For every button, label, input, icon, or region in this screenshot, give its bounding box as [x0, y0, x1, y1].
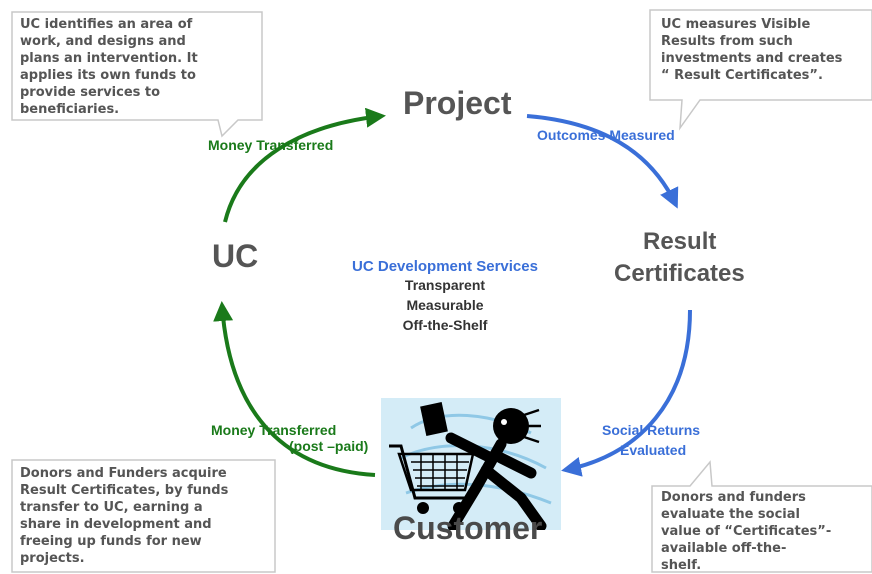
- callout-line: value of “Certificates”-: [661, 524, 832, 539]
- callout-line: Donors and Funders acquire: [20, 466, 227, 481]
- label-social-returns: Social Returns: [602, 422, 701, 438]
- arrow-results-to-customer: [561, 309, 692, 477]
- running-shopper-icon: [420, 402, 547, 532]
- shopping-cart-icon: [389, 444, 475, 514]
- callout-line: freeing up funds for new: [20, 534, 202, 549]
- arrow-customer-to-uc: [213, 301, 376, 477]
- callout-bottom-right: Donors and funders evaluate the social v…: [661, 489, 861, 574]
- label-money-transferred-bottom: Money Transferred: [211, 422, 337, 438]
- callout-line: evaluate the social: [661, 507, 800, 522]
- label-money-transferred-top: Money Transferred: [208, 137, 334, 153]
- callout-bottom-right-box: [651, 460, 872, 573]
- callout-top-right-box: [649, 9, 872, 131]
- callout-line: beneficiaries.: [20, 102, 120, 117]
- callout-line: “ Result Certificates”.: [661, 68, 823, 83]
- callout-line: shelf.: [661, 558, 702, 573]
- node-project: Project: [403, 85, 512, 121]
- callout-bottom-left: Donors and Funders acquire Result Certif…: [20, 465, 268, 567]
- callout-line: provide services to: [20, 85, 161, 100]
- center-item-off-the-shelf: Off-the-Shelf: [402, 317, 488, 333]
- callout-line: work, and designs and: [20, 34, 186, 49]
- callout-bottom-left-box: [11, 459, 276, 573]
- node-result-line1: Result: [643, 228, 717, 255]
- label-post-paid: (post –paid): [289, 438, 369, 454]
- node-result-line2: Certificates: [614, 260, 745, 287]
- center-item-measurable: Measurable: [406, 297, 484, 313]
- callout-line: Results from such: [661, 34, 793, 49]
- callout-line: applies its own funds to: [20, 68, 196, 83]
- callout-top-left-box: [11, 11, 263, 138]
- label-evaluated: Evaluated: [620, 442, 687, 458]
- arrow-project-to-results: [526, 114, 679, 209]
- callout-line: share in development and: [20, 517, 212, 532]
- node-uc: UC: [212, 238, 259, 274]
- callout-line: transfer to UC, earning a: [20, 500, 203, 515]
- callout-line: available off-the-: [661, 541, 787, 556]
- customer-clipart: [381, 398, 561, 532]
- label-outcomes-measured: Outcomes Measured: [537, 127, 675, 143]
- callout-line: projects.: [20, 551, 85, 566]
- callout-top-right: UC measures Visible Results from such in…: [661, 16, 867, 84]
- arrow-uc-to-project: [223, 107, 386, 223]
- center-services: UC Development Services Transparent Meas…: [330, 258, 560, 335]
- callout-line: UC identifies an area of: [20, 17, 193, 32]
- callout-line: UC measures Visible: [661, 17, 811, 32]
- callout-top-left: UC identifies an area of work, and desig…: [20, 16, 252, 118]
- center-item-transparent: Transparent: [404, 277, 486, 293]
- center-services-title: UC Development Services: [352, 258, 538, 275]
- callout-line: Result Certificates, by funds: [20, 483, 229, 498]
- callout-line: plans an intervention. It: [20, 51, 198, 66]
- callout-line: Donors and funders: [661, 490, 806, 505]
- callout-line: investments and creates: [661, 51, 843, 66]
- node-customer: Customer: [393, 510, 543, 546]
